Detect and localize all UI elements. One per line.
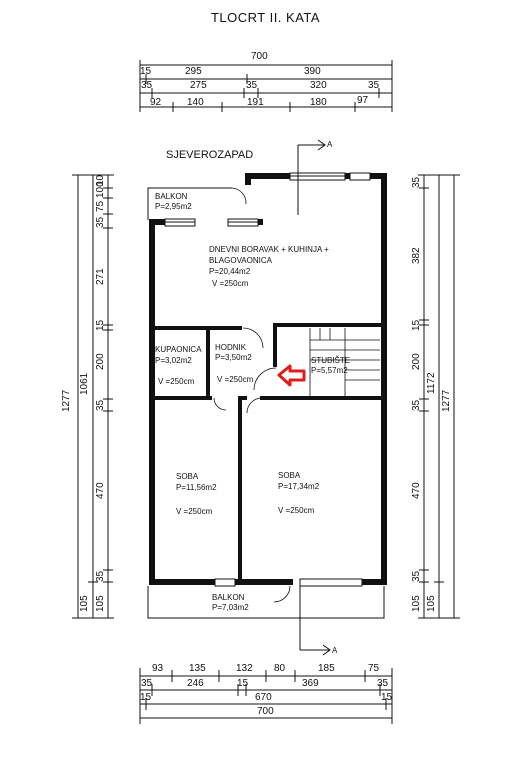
room-balkon-bottom-name: BALKON xyxy=(212,593,245,602)
dim-left-105: 105 xyxy=(95,595,106,612)
room-hall-height: V =250cm xyxy=(217,375,254,384)
room-living-name-2: BLAGOVAONICA xyxy=(209,256,272,265)
dim-top-r3-3: 35 xyxy=(246,80,258,91)
dim-top-total: 700 xyxy=(251,51,268,62)
dim-left-10: 10 xyxy=(95,174,106,186)
section-marker-bottom: A xyxy=(332,646,338,655)
dim-top-r4-5: 97 xyxy=(357,95,369,106)
room-balkon-top-name: BALKON xyxy=(155,192,188,201)
dim-top-r2-2: 295 xyxy=(185,66,202,77)
dim-left-105-mid: 105 xyxy=(79,595,90,612)
dim-right-35b: 35 xyxy=(411,399,422,411)
dim-right-200: 200 xyxy=(411,353,422,370)
dim-right-35a: 35 xyxy=(411,176,422,188)
room-bathroom-name: KUPAONICA xyxy=(155,345,202,354)
dim-bottom-r2-3: 15 xyxy=(237,678,249,689)
dim-top-r3-5: 35 xyxy=(368,80,380,91)
dim-top-r3-2: 275 xyxy=(190,80,207,91)
dim-top-r4-4: 180 xyxy=(310,97,327,108)
room-living-area: P=20,44m2 xyxy=(209,267,251,276)
dim-right-382: 382 xyxy=(411,247,422,264)
room-balkon-bottom-area: P=7,03m2 xyxy=(212,603,249,612)
dim-bottom-r2-5: 35 xyxy=(377,678,389,689)
dim-right-1172: 1172 xyxy=(426,372,437,394)
dim-left-1061: 1061 xyxy=(79,372,90,395)
dim-right-470: 470 xyxy=(411,482,422,499)
room-soba-1-name: SOBA xyxy=(176,472,199,481)
dim-bottom-r3-1: 15 xyxy=(140,692,152,703)
room-stairs-name: STUBIŠTE xyxy=(311,356,351,365)
dim-bottom-r1-1: 93 xyxy=(152,663,164,674)
room-stairs-area: P=5,57m2 xyxy=(311,366,348,375)
dim-right-105: 105 xyxy=(411,595,422,612)
room-hall-area: P=3,50m2 xyxy=(215,353,252,362)
location-marker-icon xyxy=(277,364,306,387)
dim-left-35b: 35 xyxy=(95,399,106,411)
room-soba-1-area: P=11,56m2 xyxy=(176,483,217,492)
dim-left-35c: 35 xyxy=(95,570,106,582)
room-soba-2-area: P=17,34m2 xyxy=(278,482,320,491)
dim-right-15: 15 xyxy=(411,319,422,331)
dim-top-r4-2: 140 xyxy=(187,97,204,108)
dim-top-r3-4: 320 xyxy=(310,80,327,91)
plan-title: TLOCRT II. KATA xyxy=(210,10,321,25)
dim-bottom-r3-2: 670 xyxy=(255,692,272,703)
dim-left-15: 15 xyxy=(95,319,106,331)
dim-top-r4-3: 191 xyxy=(247,97,264,108)
section-marker-top: A xyxy=(327,140,333,149)
dim-right-total: 1277 xyxy=(441,389,452,412)
dim-top-r3-1: 35 xyxy=(141,80,153,91)
room-living-name: DNEVNI BORAVAK + KUHINJA + xyxy=(209,245,329,254)
dim-bottom-r1-5: 185 xyxy=(318,663,335,674)
dim-bottom-r1-2: 135 xyxy=(189,663,206,674)
room-soba-2-name: SOBA xyxy=(278,471,301,480)
dim-bottom-r2-1: 35 xyxy=(141,678,153,689)
dim-bottom-r1-3: 132 xyxy=(236,663,253,674)
dim-left-271: 271 xyxy=(95,268,106,285)
dim-bottom-r3-3: 15 xyxy=(381,692,393,703)
dim-bottom-r2-2: 246 xyxy=(187,678,204,689)
dim-top-r4-1: 92 xyxy=(150,97,162,108)
dim-bottom-total: 700 xyxy=(257,706,274,717)
dim-left-200: 200 xyxy=(95,353,106,370)
room-living-height: V =250cm xyxy=(212,279,249,288)
room-soba-2-height: V =250cm xyxy=(278,506,315,515)
room-bathroom-height: V =250cm xyxy=(158,377,195,386)
dim-left-470: 470 xyxy=(95,482,106,499)
room-balkon-top-area: P=2,95m2 xyxy=(155,202,192,211)
dim-top-r2-3: 390 xyxy=(304,66,321,77)
room-soba-1-height: V =250cm xyxy=(176,507,213,516)
room-hall-name: HODNIK xyxy=(215,343,247,352)
orientation-label: SJEVEROZAPAD xyxy=(166,149,254,161)
dim-right-35c: 35 xyxy=(411,570,422,582)
dim-right-105-mid: 105 xyxy=(426,595,437,612)
dim-top-r2-1: 15 xyxy=(140,66,152,77)
dim-left-total: 1277 xyxy=(61,389,72,412)
dim-bottom-r1-4: 80 xyxy=(274,663,286,674)
dim-left-75: 75 xyxy=(95,200,106,212)
dim-bottom-r1-6: 75 xyxy=(368,663,380,674)
dim-bottom-r2-4: 369 xyxy=(302,678,319,689)
dim-left-35a: 35 xyxy=(95,216,106,228)
room-bathroom-area: P=3,02m2 xyxy=(155,356,192,365)
